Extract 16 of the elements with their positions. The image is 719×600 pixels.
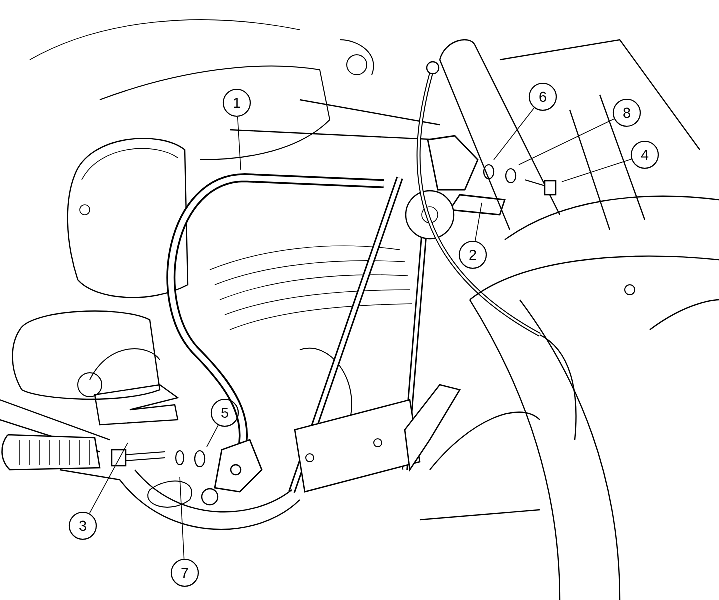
leader-line xyxy=(89,442,128,514)
leader-line xyxy=(562,158,632,182)
leader-line xyxy=(518,118,615,166)
callout-number: 8 xyxy=(612,98,642,128)
callout-number: 5 xyxy=(210,398,240,428)
callout-number: 3 xyxy=(68,512,98,540)
callout-number: 1 xyxy=(222,88,252,118)
leader-line xyxy=(180,476,185,560)
leader-line xyxy=(475,202,482,242)
leader-line xyxy=(494,108,535,160)
callout-number: 4 xyxy=(630,140,660,170)
leader-line xyxy=(237,116,242,170)
callout-number: 7 xyxy=(170,558,200,588)
leader-line xyxy=(206,425,219,448)
callout-number: 2 xyxy=(458,240,488,270)
callout-number: 6 xyxy=(528,82,558,112)
